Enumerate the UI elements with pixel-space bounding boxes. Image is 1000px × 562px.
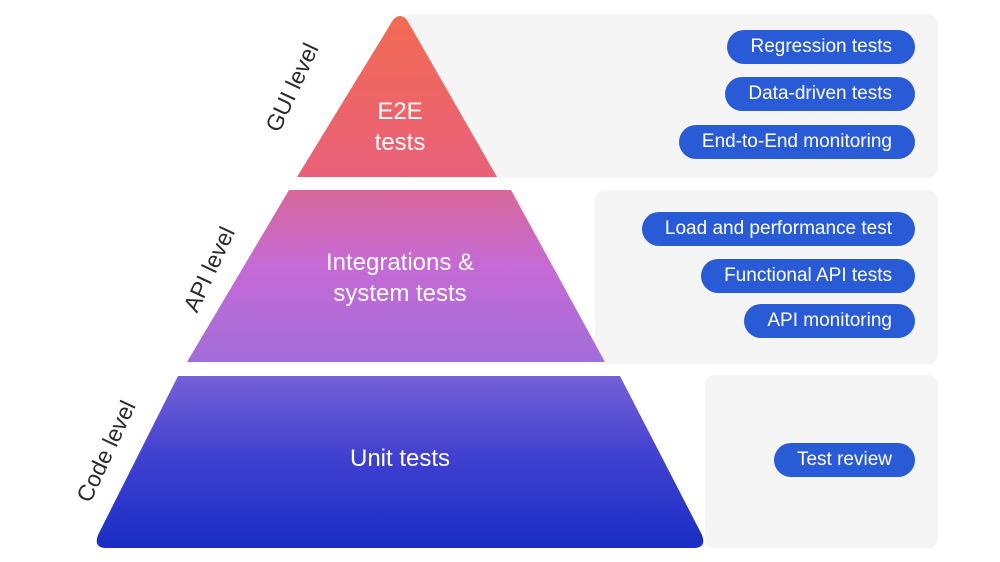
- data-driven-tests-tag: Data-driven tests: [725, 77, 915, 111]
- load-performance-test-tag: Load and performance test: [641, 212, 915, 246]
- pyramid-tier-top: [297, 16, 497, 177]
- integration-tests-label: Integrations & system tests: [325, 249, 475, 307]
- functional-api-tests-tag: Functional API tests: [701, 259, 915, 293]
- pyramid-tier-bottom: [96, 376, 704, 548]
- api-monitoring-tag: API monitoring: [744, 304, 915, 338]
- e2e-tests-label: E2E tests: [374, 98, 426, 156]
- regression-tests-tag: Regression tests: [727, 30, 915, 64]
- end-to-end-monitoring-tag: End-to-End monitoring: [678, 125, 915, 159]
- test-review-tag: Test review: [773, 443, 915, 477]
- pyramid-tier-middle: [187, 190, 605, 362]
- unit-tests-label: Unit tests: [349, 445, 451, 472]
